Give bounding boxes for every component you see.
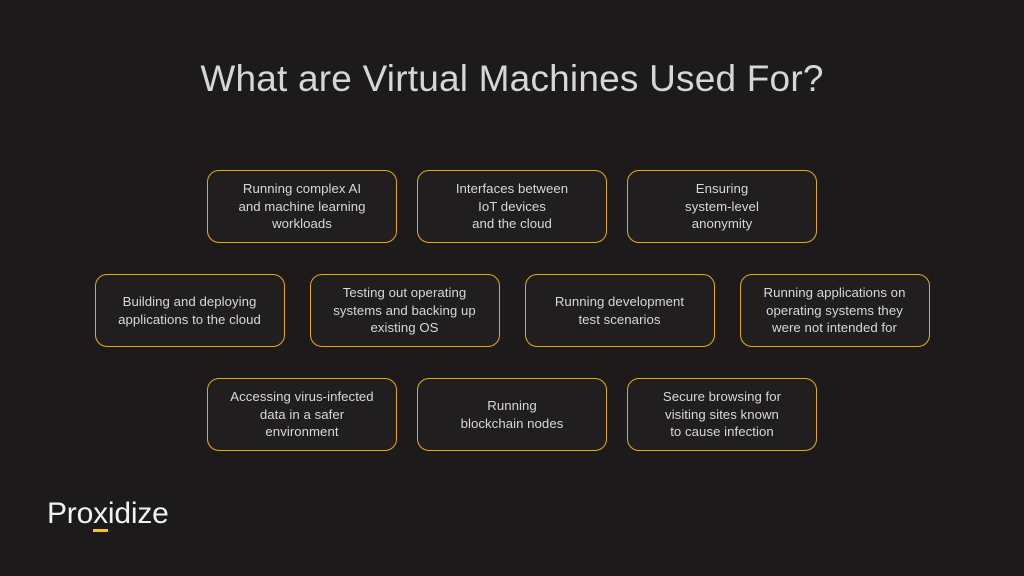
card-item[interactable]: Secure browsing for visiting sites known… (627, 378, 817, 451)
card-label: Running applications on operating system… (763, 285, 906, 336)
card-label: Testing out operating systems and backin… (333, 285, 476, 336)
card-label: Secure browsing for visiting sites known… (662, 389, 782, 440)
brand-logo-part-2: idize (107, 497, 169, 530)
card-item[interactable]: Interfaces between IoT devices and the c… (417, 170, 607, 243)
card-label: Building and deploying applications to t… (118, 294, 261, 327)
brand-logo-part-1: Pro (47, 497, 94, 530)
brand-logo: Proxidize (47, 496, 169, 532)
card-grid: Running complex AI and machine learning … (0, 170, 1024, 451)
card-item[interactable]: Running development test scenarios (524, 274, 715, 347)
card-row-3: Accessing virus-infected data in a safer… (0, 378, 1024, 451)
card-label: Ensuring system-level anonymity (685, 181, 759, 232)
card-label: Running complex AI and machine learning … (238, 181, 366, 232)
card-label: Running blockchain nodes (460, 398, 564, 431)
card-label: Interfaces between IoT devices and the c… (455, 181, 569, 232)
card-item[interactable]: Testing out operating systems and backin… (309, 274, 500, 347)
card-label: Running development test scenarios (554, 294, 685, 327)
card-row-2: Building and deploying applications to t… (0, 274, 1024, 347)
card-item[interactable]: Ensuring system-level anonymity (627, 170, 817, 243)
card-item[interactable]: Running blockchain nodes (417, 378, 607, 451)
brand-logo-accent-letter: x (93, 497, 108, 532)
card-item[interactable]: Building and deploying applications to t… (94, 274, 285, 347)
card-label: Accessing virus-infected data in a safer… (230, 389, 374, 440)
card-item[interactable]: Running applications on operating system… (739, 274, 930, 347)
card-item[interactable]: Accessing virus-infected data in a safer… (207, 378, 397, 451)
card-item[interactable]: Running complex AI and machine learning … (207, 170, 397, 243)
card-row-1: Running complex AI and machine learning … (0, 170, 1024, 243)
page-title: What are Virtual Machines Used For? (200, 58, 824, 99)
